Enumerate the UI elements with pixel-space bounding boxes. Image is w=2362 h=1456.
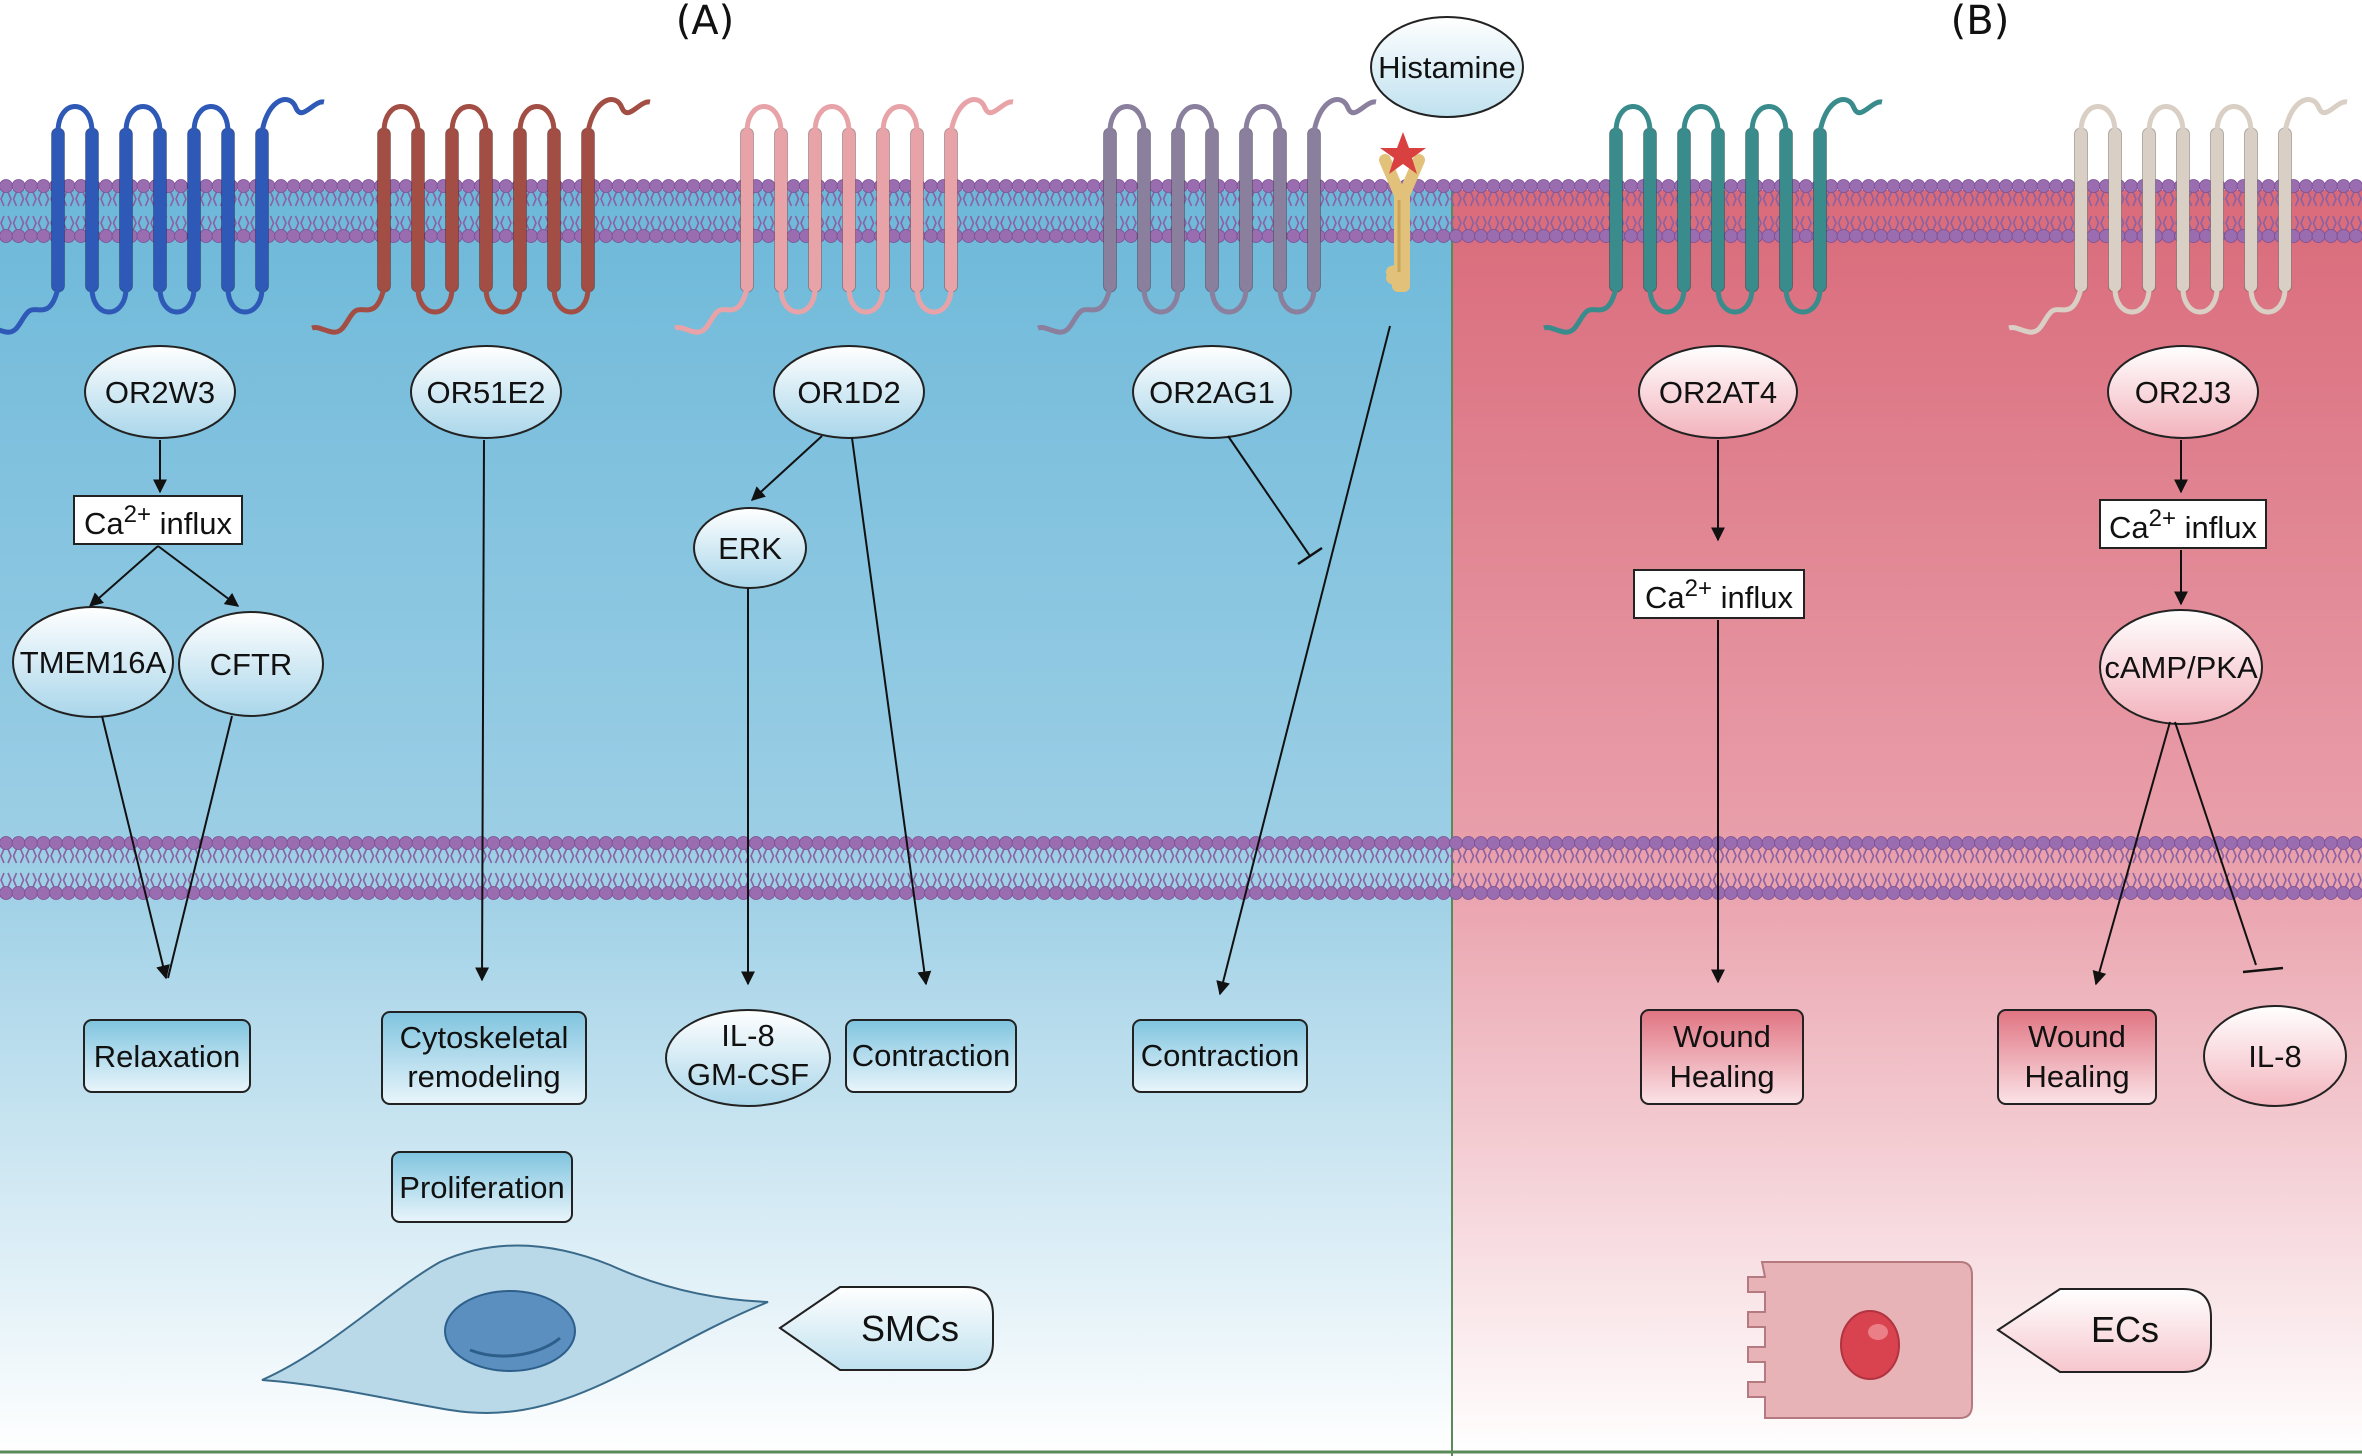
wound-healing-1-box xyxy=(1640,1009,1804,1105)
or2ag1-inhibition-bar xyxy=(1297,546,1323,566)
or2w3-node xyxy=(84,345,236,439)
il8-label: IL-8 xyxy=(721,1018,774,1053)
or51e2-node xyxy=(410,345,562,439)
or2at4-label: OR2AT4 xyxy=(1659,375,1777,410)
contraction-2-box xyxy=(1132,1019,1308,1093)
panel-a-label: (A) xyxy=(676,0,735,44)
wound-healing-2-line2: Healing xyxy=(2024,1059,2129,1094)
histamine-node xyxy=(1370,16,1524,118)
or2w3-calcium-box xyxy=(73,495,243,545)
or2j3-calcium-box xyxy=(2099,499,2267,549)
histamine-star-icon xyxy=(1380,132,1426,174)
or2ag1-node xyxy=(1132,345,1292,439)
contraction-1-box xyxy=(845,1019,1017,1093)
or1d2-receptor-icon xyxy=(674,97,1014,335)
or2w3-calcium-label: Ca2+ influx xyxy=(84,501,232,541)
camp-pka-label: cAMP/PKA xyxy=(2104,650,2258,685)
il8-node xyxy=(2203,1005,2347,1107)
cftr-arrow xyxy=(167,715,233,979)
or1d2-node xyxy=(773,345,925,439)
relaxation-label: Relaxation xyxy=(94,1039,240,1074)
ec-nucleus-icon xyxy=(1840,1310,1900,1380)
or1d2-arrow-contraction xyxy=(851,437,932,986)
erk-node xyxy=(693,507,807,589)
wound-healing-1-line2: Healing xyxy=(1669,1059,1774,1094)
or2at4-receptor-icon xyxy=(1543,97,1883,335)
or2j3-receptor-icon xyxy=(2008,97,2348,335)
contraction-1-label: Contraction xyxy=(852,1038,1011,1073)
cytoskeletal-box xyxy=(381,1011,587,1105)
inner-membrane xyxy=(0,836,2362,900)
or1d2-label: OR1D2 xyxy=(797,375,900,410)
or51e2-arrow xyxy=(475,439,490,982)
ec-label: ECs xyxy=(2091,1309,2159,1350)
wound-healing-2-line1: Wound xyxy=(2028,1019,2126,1054)
histamine-receptor-icon xyxy=(1379,132,1426,292)
or2w3-label: OR2W3 xyxy=(105,375,215,410)
histamine-label: Histamine xyxy=(1378,50,1516,85)
erk-label: ERK xyxy=(718,531,782,566)
cytokine-node xyxy=(665,1009,831,1107)
or2j3-label: OR2J3 xyxy=(2135,375,2231,410)
proliferation-box xyxy=(391,1151,573,1223)
camp-pka-inhibit-il8 xyxy=(2174,721,2257,966)
proliferation-label: Proliferation xyxy=(399,1170,564,1205)
tmem16a-arrow xyxy=(101,715,170,980)
tmem16a-label: TMEM16A xyxy=(20,645,167,680)
or51e2-label: OR51E2 xyxy=(427,375,546,410)
wound-healing-2-box xyxy=(1997,1009,2157,1105)
remodeling-label: remodeling xyxy=(407,1059,560,1094)
smc-cell-icon xyxy=(261,1244,769,1414)
tmem16a-node xyxy=(12,606,174,718)
or2w3-receptor-icon xyxy=(0,97,325,335)
ec-tag: ECs xyxy=(1996,1288,2212,1373)
smc-nucleus-icon xyxy=(444,1290,576,1372)
or2j3-node xyxy=(2107,345,2259,439)
gmcsf-label: GM-CSF xyxy=(687,1057,809,1092)
il8-inhibited-label: IL-8 xyxy=(2248,1039,2301,1074)
or51e2-receptor-icon xyxy=(311,97,651,335)
smc-label: SMCs xyxy=(861,1308,959,1349)
or2j3-calcium-label: Ca2+ influx xyxy=(2109,505,2257,545)
or2ag1-inhibition xyxy=(1227,435,1311,557)
contraction-2-label: Contraction xyxy=(1141,1038,1300,1073)
or2ag1-label: OR2AG1 xyxy=(1149,375,1275,410)
or2at4-calcium-box xyxy=(1633,569,1805,619)
or2ag1-receptor-icon xyxy=(1037,97,1377,335)
cftr-node xyxy=(178,611,324,717)
or2at4-node xyxy=(1638,345,1798,439)
wound-healing-1-line1: Wound xyxy=(1673,1019,1771,1054)
camp-pka-arrow-wound xyxy=(2092,721,2171,986)
cytoskeletal-label: Cytoskeletal xyxy=(400,1020,569,1055)
or2at4-calcium-label: Ca2+ influx xyxy=(1645,575,1793,615)
smc-tag: SMCs xyxy=(778,1286,994,1371)
il8-inhibition-bar xyxy=(2242,966,2284,974)
panel-b-label: (B) xyxy=(1951,0,2010,44)
relaxation-box xyxy=(83,1019,251,1093)
or2w3-arrow-tmem xyxy=(88,545,159,607)
or1d2-arrow-erk xyxy=(750,435,823,501)
cftr-label: CFTR xyxy=(210,647,293,682)
or2w3-arrow-cftr xyxy=(157,545,240,607)
histamine-arrow xyxy=(1216,325,1391,996)
ec-cell-icon xyxy=(1747,1261,1973,1419)
camp-pka-node xyxy=(2099,609,2263,725)
